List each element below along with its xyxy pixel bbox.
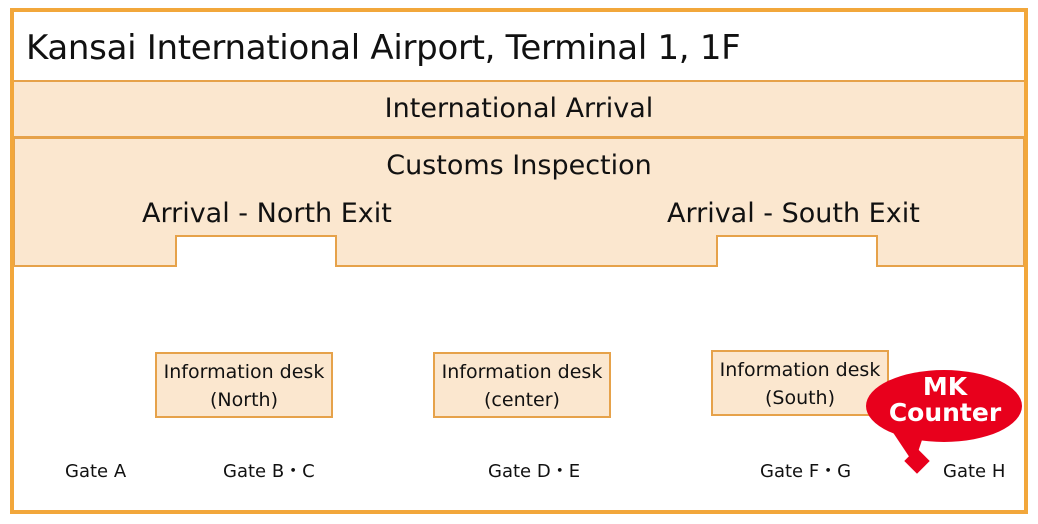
- info-desk-south-line2: (South): [764, 387, 836, 409]
- customs-area-shape: [14, 137, 1024, 267]
- info-desk-center-line1: Information desk: [441, 361, 603, 383]
- gate-h-label: Gate H: [943, 461, 1006, 482]
- info-desk-north-line1: Information desk: [163, 361, 325, 383]
- info-desk-north-line2: (North): [210, 389, 278, 411]
- customs-inspection-label: Customs Inspection: [386, 150, 652, 181]
- mk-counter-label: MK Counter: [866, 374, 1024, 426]
- international-arrival-area: International Arrival: [14, 80, 1024, 138]
- mk-bubble-body: [866, 370, 1022, 442]
- gate-fg-label: Gate F・G: [760, 461, 852, 482]
- customs-inspection-area: [14, 137, 1024, 267]
- international-arrival-label: International Arrival: [384, 93, 654, 124]
- info-desk-north: Information desk (North): [155, 352, 333, 418]
- gate-a-label: Gate A: [65, 461, 127, 482]
- mk-counter-line1: MK: [922, 372, 968, 401]
- info-desk-south-line1: Information desk: [719, 359, 881, 381]
- gate-bc-label: Gate B・C: [223, 461, 315, 482]
- north-exit-label: Arrival - North Exit: [142, 198, 392, 229]
- info-desk-center-line2: (center): [484, 389, 560, 411]
- south-exit-label: Arrival - South Exit: [667, 198, 920, 229]
- mk-counter-line2: Counter: [888, 398, 1002, 427]
- gate-de-label: Gate D・E: [488, 461, 581, 482]
- info-desk-center: Information desk (center): [433, 352, 611, 418]
- map-title: Kansai International Airport, Terminal 1…: [26, 28, 741, 68]
